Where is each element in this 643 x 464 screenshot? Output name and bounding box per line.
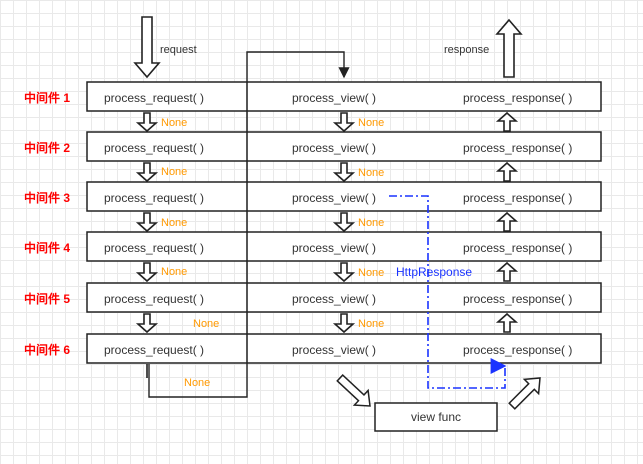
view-none-2: None: [358, 167, 385, 179]
process-response-1: process_response( ): [463, 91, 573, 105]
process-response-3: process_response( ): [463, 191, 573, 205]
request-label: request: [160, 44, 197, 56]
process-request-6: process_request( ): [104, 343, 205, 357]
response-label: response: [444, 44, 490, 56]
middleware-label-5: 中间件 5: [24, 292, 71, 306]
view-func-box: [374, 402, 498, 432]
process-view-2: process_view( ): [292, 141, 377, 155]
request-none-6: None: [184, 377, 211, 389]
middleware-row-box-2: [86, 131, 602, 162]
view-none-4: None: [358, 267, 385, 279]
request-down-arrow-4: [135, 262, 159, 283]
request-none-1: None: [161, 117, 188, 129]
request-none-4: None: [161, 266, 188, 278]
process-response-5: process_response( ): [463, 292, 573, 306]
response-up-arrow-1: [495, 111, 519, 132]
middleware-label-1: 中间件 1: [24, 91, 71, 105]
http-response-path: [389, 195, 507, 389]
view-none-5: None: [358, 318, 385, 330]
process-request-2: process_request( ): [104, 141, 205, 155]
response-big-arrow: [495, 18, 523, 78]
response-up-arrow-4: [495, 261, 519, 282]
middleware-label-6: 中间件 6: [24, 343, 71, 357]
from-view-func-arrow: [508, 377, 541, 410]
request-none-2: None: [161, 166, 188, 178]
process-request-5: process_request( ): [104, 292, 205, 306]
middleware-row-box-4: [86, 231, 602, 262]
view-none-1: None: [358, 117, 385, 129]
middleware-row-box-1: [86, 81, 602, 112]
response-up-arrow-2: [495, 161, 519, 182]
view-down-arrow-4: [332, 262, 356, 283]
process-response-4: process_response( ): [463, 241, 573, 255]
process-view-1: process_view( ): [292, 91, 377, 105]
process-request-4: process_request( ): [104, 241, 205, 255]
http-response-label: HttpResponse: [396, 265, 473, 279]
request-big-arrow: [133, 16, 161, 79]
process-view-3: process_view( ): [292, 191, 377, 205]
process-response-2: process_response( ): [463, 141, 573, 155]
view-down-arrow-3: [332, 212, 356, 233]
flow-arrows: [133, 16, 541, 410]
process-view-5: process_view( ): [292, 292, 377, 306]
request-none-5: None: [193, 318, 220, 330]
middleware-row-box-6: [86, 333, 602, 364]
flow-lines: [148, 51, 507, 398]
process-view-4: process_view( ): [292, 241, 377, 255]
response-up-arrow-5: [495, 312, 519, 333]
request-none-3: None: [161, 217, 188, 229]
process-request-3: process_request( ): [104, 191, 205, 205]
request-down-arrow-2: [135, 162, 159, 183]
view-none-3: None: [358, 217, 385, 229]
response-up-arrow-3: [495, 211, 519, 232]
middleware-row-box-5: [86, 282, 602, 313]
view-func-label: view func: [411, 410, 462, 424]
process-response-6: process_response( ): [463, 343, 573, 357]
request-down-arrow-3: [135, 212, 159, 233]
view-down-arrow-1: [332, 112, 356, 133]
middleware-label-2: 中间件 2: [24, 141, 71, 155]
to-view-func-arrow: [336, 374, 371, 407]
request-down-arrow-5: [135, 313, 159, 334]
middleware-label-3: 中间件 3: [24, 191, 71, 205]
middleware-label-4: 中间件 4: [24, 241, 71, 255]
view-down-arrow-5: [332, 313, 356, 334]
process-view-6: process_view( ): [292, 343, 377, 357]
request-down-arrow-1: [135, 112, 159, 133]
view-down-arrow-2: [332, 162, 356, 183]
process-request-1: process_request( ): [104, 91, 205, 105]
